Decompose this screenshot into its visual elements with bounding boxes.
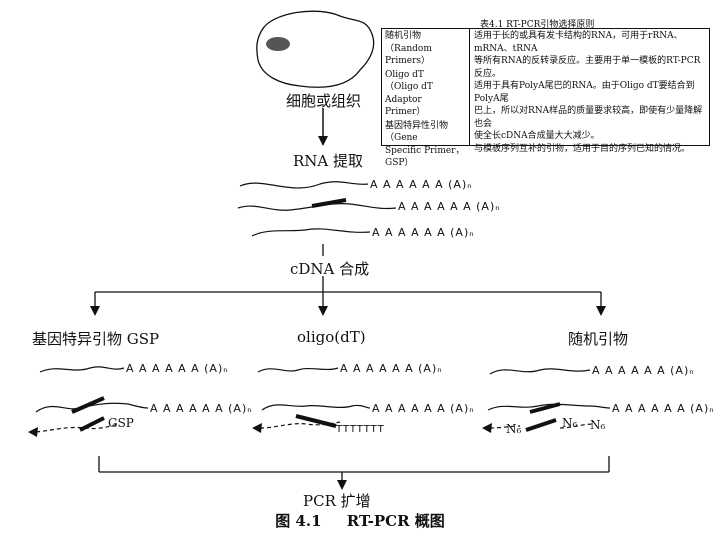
poly-a-tail: A A A A A A (A)ₙ [372,402,475,415]
arrowhead-branch-gsp [90,306,100,316]
cell-tissue-label: 细胞或组织 [286,90,361,111]
figure-title: RT-PCR 概图 [347,512,445,530]
poly-a-tail: A A A A A A (A)ₙ [150,402,253,415]
arrowhead-branch-random [596,306,606,316]
poly-a-tail: A A A A A A (A)ₙ [126,362,229,375]
poly-a-tail: A A A A A A (A)ₙ [370,178,473,191]
arrowhead-extract [318,136,328,146]
figure-caption: 图 4.1 RT-PCR 概图 [0,510,720,531]
poly-a-tail: A A A A A A (A)ₙ [612,402,715,415]
nucleus-icon [266,37,290,51]
pcr-amplification-label: PCR 扩增 [303,490,371,511]
poly-a-tail: A A A A A A (A)ₙ [340,362,443,375]
branch-label-random: 随机引物 [568,328,628,349]
arrowhead-pcr [337,480,347,490]
random-primer-label: N₆ [506,422,521,436]
cdna-synthesis-label: cDNA 合成 [290,258,369,279]
poly-a-tail: A A A A A A (A)ₙ [398,200,501,213]
arrowhead-branch-oligo [318,306,328,316]
poly-a-tail: A A A A A A (A)ₙ [372,226,475,239]
rna-extraction-label: RNA 提取 [293,150,363,171]
branch-label-oligo: oligo(dT) [297,328,366,346]
random-primer-label: N₆ [562,416,577,430]
gsp-primer-label: GSP [108,416,134,430]
branch-label-gsp: 基因特异引物 GSP [32,328,159,349]
random-primer-label: N₆ [590,418,605,432]
cell-tissue-icon [257,11,374,87]
oligo-dt-primer-label: TTTTTTT [336,424,385,435]
poly-a-tail: A A A A A A (A)ₙ [592,364,695,377]
figure-number: 图 4.1 [275,512,321,530]
